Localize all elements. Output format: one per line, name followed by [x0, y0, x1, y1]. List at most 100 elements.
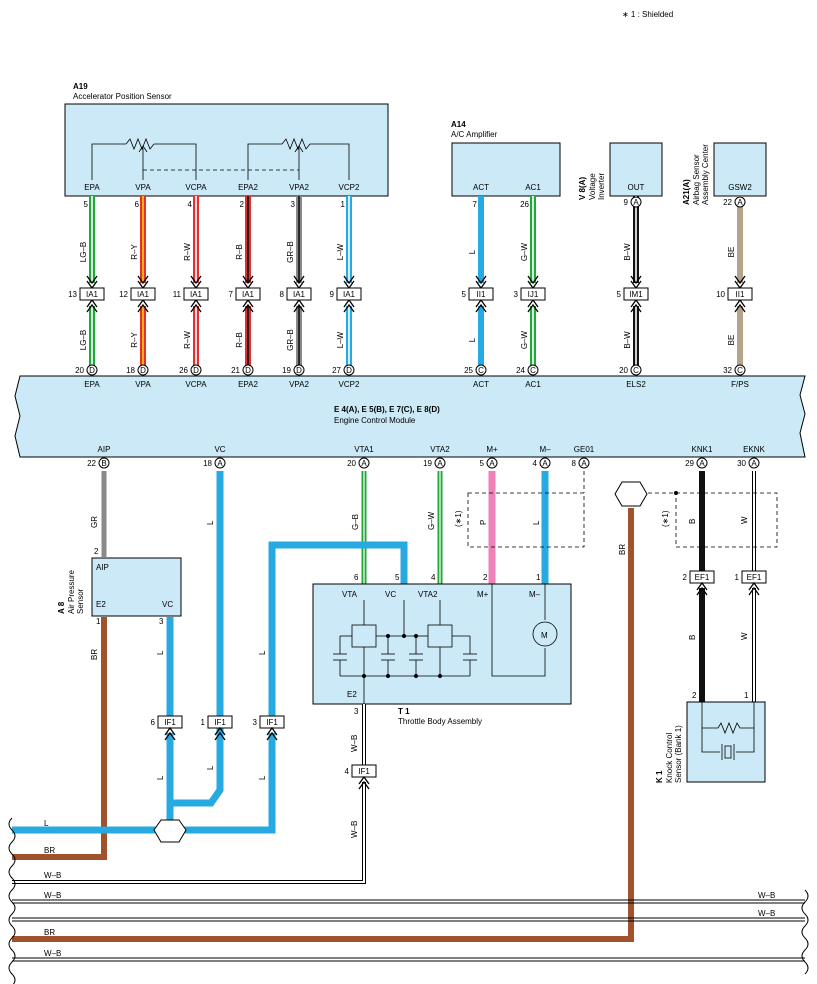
a8-pin-vc: VC — [162, 600, 173, 609]
wire-label-br-2: BR — [618, 544, 627, 555]
connector-pin: 8 — [280, 290, 285, 299]
a21-component: A21(A) Airbag Sensor Assembly Center — [682, 142, 767, 205]
shield-mark-throttle: (∗1) — [454, 510, 463, 527]
ecm-pin-marker — [527, 364, 539, 376]
t1-junctions — [362, 634, 442, 678]
ecm-pin-marker — [293, 364, 305, 376]
wire-color-label: GR–B — [286, 241, 295, 263]
ecm-bottom-number: 29 — [685, 459, 694, 468]
ecm-bottom-pins: AIPB22VCA18VTA1A20VTA2A19M+A5M–A4GE01A8K… — [87, 445, 766, 469]
ecm-conn-letter: C — [530, 366, 536, 375]
ecm-conn-letter: D — [140, 366, 146, 375]
ecm-bottom-label: M+ — [486, 445, 498, 454]
bus-right-label-0: W–B — [758, 891, 775, 900]
ecm-bottom-number: 20 — [347, 459, 356, 468]
t1-num-1: 1 — [536, 573, 541, 582]
v8-component: V 8(A) Voltage Inverter — [578, 142, 663, 200]
sensor-pin-label: EPA — [84, 183, 100, 192]
lower-connector-name: EF1 — [695, 573, 710, 582]
svg-text:Sensor: Sensor — [76, 588, 85, 614]
sensor-pin-number: 5 — [84, 200, 89, 209]
connector-name: IA1 — [242, 290, 255, 299]
ecm-bottom-conn: A — [542, 459, 548, 468]
lower-connector-pin: 6 — [151, 718, 156, 727]
ecm-conn-letter: D — [193, 366, 199, 375]
wire-color-label: LG–B — [79, 330, 88, 350]
sensor-conn-letter: A — [633, 198, 639, 207]
ecm-bottom-conn: A — [751, 459, 757, 468]
ecm-pin-number: 21 — [231, 366, 240, 375]
a21-code: A21(A) — [682, 179, 691, 205]
t1-num-2: 2 — [483, 573, 488, 582]
inline-connector — [468, 287, 494, 301]
t1-motor: M — [541, 631, 548, 640]
wire-color-label: R–B — [235, 244, 244, 260]
ecm-pin-number: 26 — [179, 366, 188, 375]
connector-name: IJ1 — [528, 290, 539, 299]
ecm-bottom-label: M– — [539, 445, 551, 454]
ecm-box — [14, 375, 806, 458]
ecm-code: E 4(A), E 5(B), E 7(C), E 8(D) — [334, 405, 440, 414]
wire-label-w-2: W — [740, 632, 749, 640]
ecm-bottom-label: VTA2 — [430, 445, 450, 454]
connector-pin: 7 — [229, 290, 234, 299]
ecm-bottom-number: 19 — [423, 459, 432, 468]
a19-code: A19 — [73, 82, 88, 91]
lower-connector: IF1 6 — [151, 715, 183, 741]
ecm-pin-label: F/PS — [731, 380, 749, 389]
k1-box — [686, 701, 766, 783]
shield-mark-knock: (∗1) — [661, 510, 670, 527]
ecm-bottom-label: VC — [214, 445, 225, 454]
splice-l — [153, 819, 187, 843]
wire-label-gb: G–B — [351, 514, 360, 530]
lower-connector-name: IF1 — [358, 767, 370, 776]
k1-pin-2: 2 — [692, 691, 697, 700]
lower-connector-pin: 1 — [735, 573, 740, 582]
wire-label-p: P — [479, 520, 488, 525]
lower-wiring: GR L G–B G–W P L (∗1) L AIP E2 VC 2 1 — [12, 471, 778, 942]
ecm-bottom-label: EKNK — [743, 445, 765, 454]
svg-text:Voltage: Voltage — [588, 173, 597, 200]
a8-pin-aip: AIP — [96, 563, 109, 572]
lower-connector-pin: 1 — [201, 718, 206, 727]
connector-pin: 13 — [68, 290, 77, 299]
ecm-bottom-label: GE01 — [574, 445, 595, 454]
wire-color-label: R–Y — [130, 244, 139, 260]
ecm-pin-marker — [630, 364, 642, 376]
ecm-bottom-pin: M–A4 — [533, 445, 551, 469]
wire-label-wb-2: W–B — [350, 821, 359, 838]
connector-name: IA1 — [293, 290, 306, 299]
ecm-bottom-conn: A — [437, 459, 443, 468]
splice-br — [614, 481, 648, 507]
a14-code: A14 — [451, 120, 466, 129]
ecm-pin-marker — [475, 364, 487, 376]
sensor-pin-label: VCPA — [185, 183, 207, 192]
a8-pin-1: 1 — [96, 617, 101, 626]
sensor-pin-number: 3 — [291, 200, 296, 209]
sensor-pin-label: AC1 — [525, 183, 541, 192]
wire-color-label: BE — [727, 335, 736, 346]
connector-name: IM1 — [629, 290, 643, 299]
sensor-pin-label: VPA2 — [289, 183, 309, 192]
svg-text:Sensor (Bank 1): Sensor (Bank 1) — [674, 725, 683, 783]
connector-pin: 5 — [617, 290, 622, 299]
ecm-pin-marker — [86, 364, 98, 376]
bus-label-3: W–B — [44, 891, 61, 900]
lower-connector-name: IF1 — [164, 718, 176, 727]
wire-color-label: B–W — [623, 243, 632, 261]
wire-label-b-1: B — [688, 519, 697, 524]
bus-right-label-1: W–B — [758, 909, 775, 918]
ecm-pin-number: 32 — [723, 366, 732, 375]
wire-color-label: LG–B — [79, 242, 88, 262]
t1-pin-mminus: M– — [529, 590, 541, 599]
shield-box-throttle — [467, 471, 585, 548]
ecm-bottom-label: VTA1 — [354, 445, 374, 454]
